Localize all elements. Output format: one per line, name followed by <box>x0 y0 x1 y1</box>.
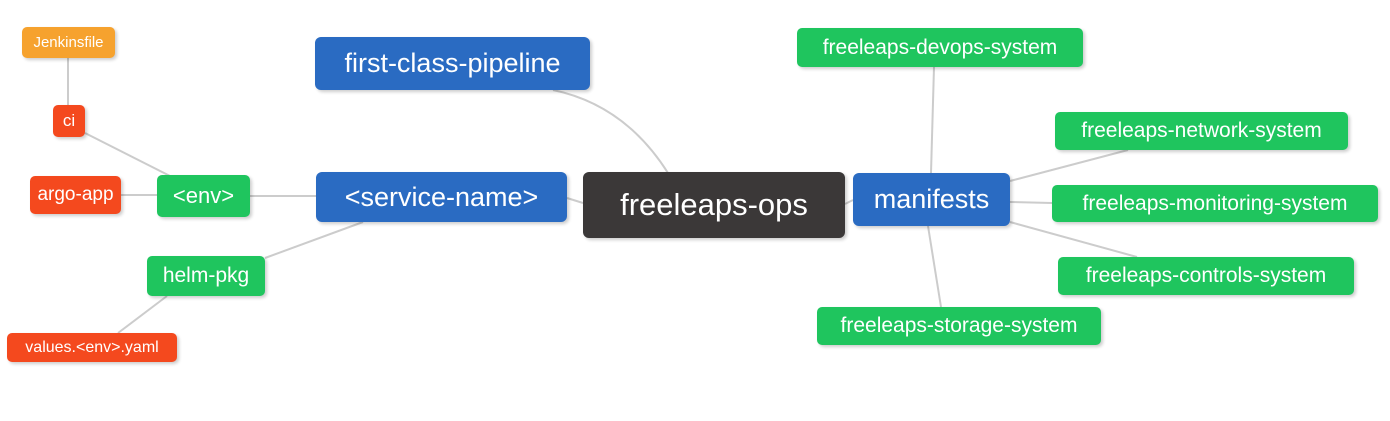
edge-manifests-devops <box>930 66 935 174</box>
edge-helmpkg-values <box>117 295 168 334</box>
node-freeleaps-network-system[interactable]: freeleaps-network-system <box>1055 112 1348 150</box>
node-argo-app[interactable]: argo-app <box>30 176 121 214</box>
edge-manifests-network <box>1009 149 1129 182</box>
edge-servicename-helmpkg <box>264 221 364 259</box>
node-jenkinsfile[interactable]: Jenkinsfile <box>22 27 115 58</box>
edge-manifests-storage <box>927 225 942 308</box>
node-first-class-pipeline[interactable]: first-class-pipeline <box>315 37 590 90</box>
node-manifests[interactable]: manifests <box>853 173 1010 226</box>
edge-manifests-monitoring <box>1009 201 1053 204</box>
edge-ci-env <box>84 132 173 178</box>
node-values-env-yaml[interactable]: values.<env>.yaml <box>7 333 177 362</box>
edge-manifests-controls <box>1009 221 1138 258</box>
node-freeleaps-ops-root[interactable]: freeleaps-ops <box>583 172 845 238</box>
edge-servicename-ops <box>566 197 584 204</box>
node-freeleaps-devops-system[interactable]: freeleaps-devops-system <box>797 28 1083 67</box>
node-env[interactable]: <env> <box>157 175 250 217</box>
node-freeleaps-controls-system[interactable]: freeleaps-controls-system <box>1058 257 1354 295</box>
node-freeleaps-storage-system[interactable]: freeleaps-storage-system <box>817 307 1101 345</box>
node-helm-pkg[interactable]: helm-pkg <box>147 256 265 296</box>
edge-ops-manifests <box>844 199 854 205</box>
node-ci[interactable]: ci <box>53 105 85 137</box>
node-service-name[interactable]: <service-name> <box>316 172 567 222</box>
node-freeleaps-monitoring-system[interactable]: freeleaps-monitoring-system <box>1052 185 1378 222</box>
edge-pipeline-ops <box>552 89 669 174</box>
